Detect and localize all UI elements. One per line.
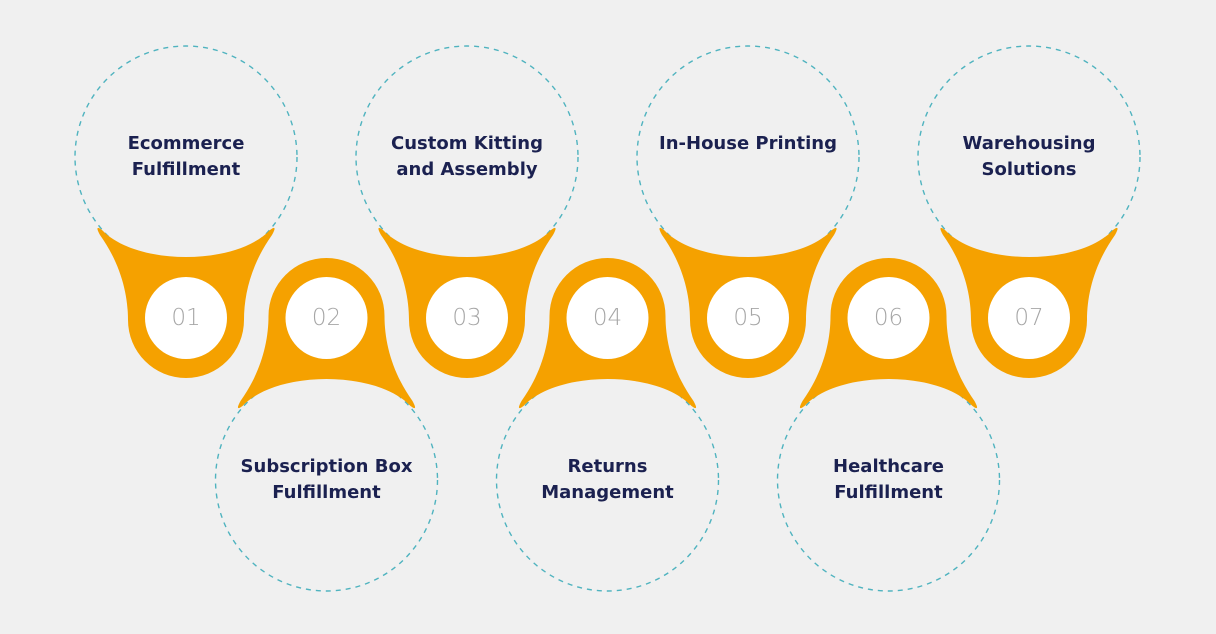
step-number: 05 [733,305,763,331]
number-discs [145,277,1070,359]
dashed-circle [636,45,860,269]
number-disc [145,277,227,359]
number-disc [988,277,1070,359]
step-label: Returns Management [541,456,674,503]
step-number: 03 [452,305,482,331]
step-label: Healthcare Fulfillment [833,456,944,503]
step-label: Warehousing Solutions [962,133,1096,180]
step-number: 02 [311,305,342,331]
step-label: Custom Kitting and Assembly [391,133,543,180]
step-label: In-House Printing [659,133,837,154]
number-disc [285,277,368,359]
step-number: 01 [171,305,201,331]
number-disc [426,277,508,359]
step-number: 06 [873,305,904,331]
step-number: 04 [592,305,623,331]
number-disc [707,277,789,359]
number-disc [847,277,930,359]
step-number: 07 [1014,305,1044,331]
number-disc [566,277,649,359]
step-label: Subscription Box Fulfillment [240,456,413,503]
step-label: Ecommerce Fulfillment [127,133,245,180]
